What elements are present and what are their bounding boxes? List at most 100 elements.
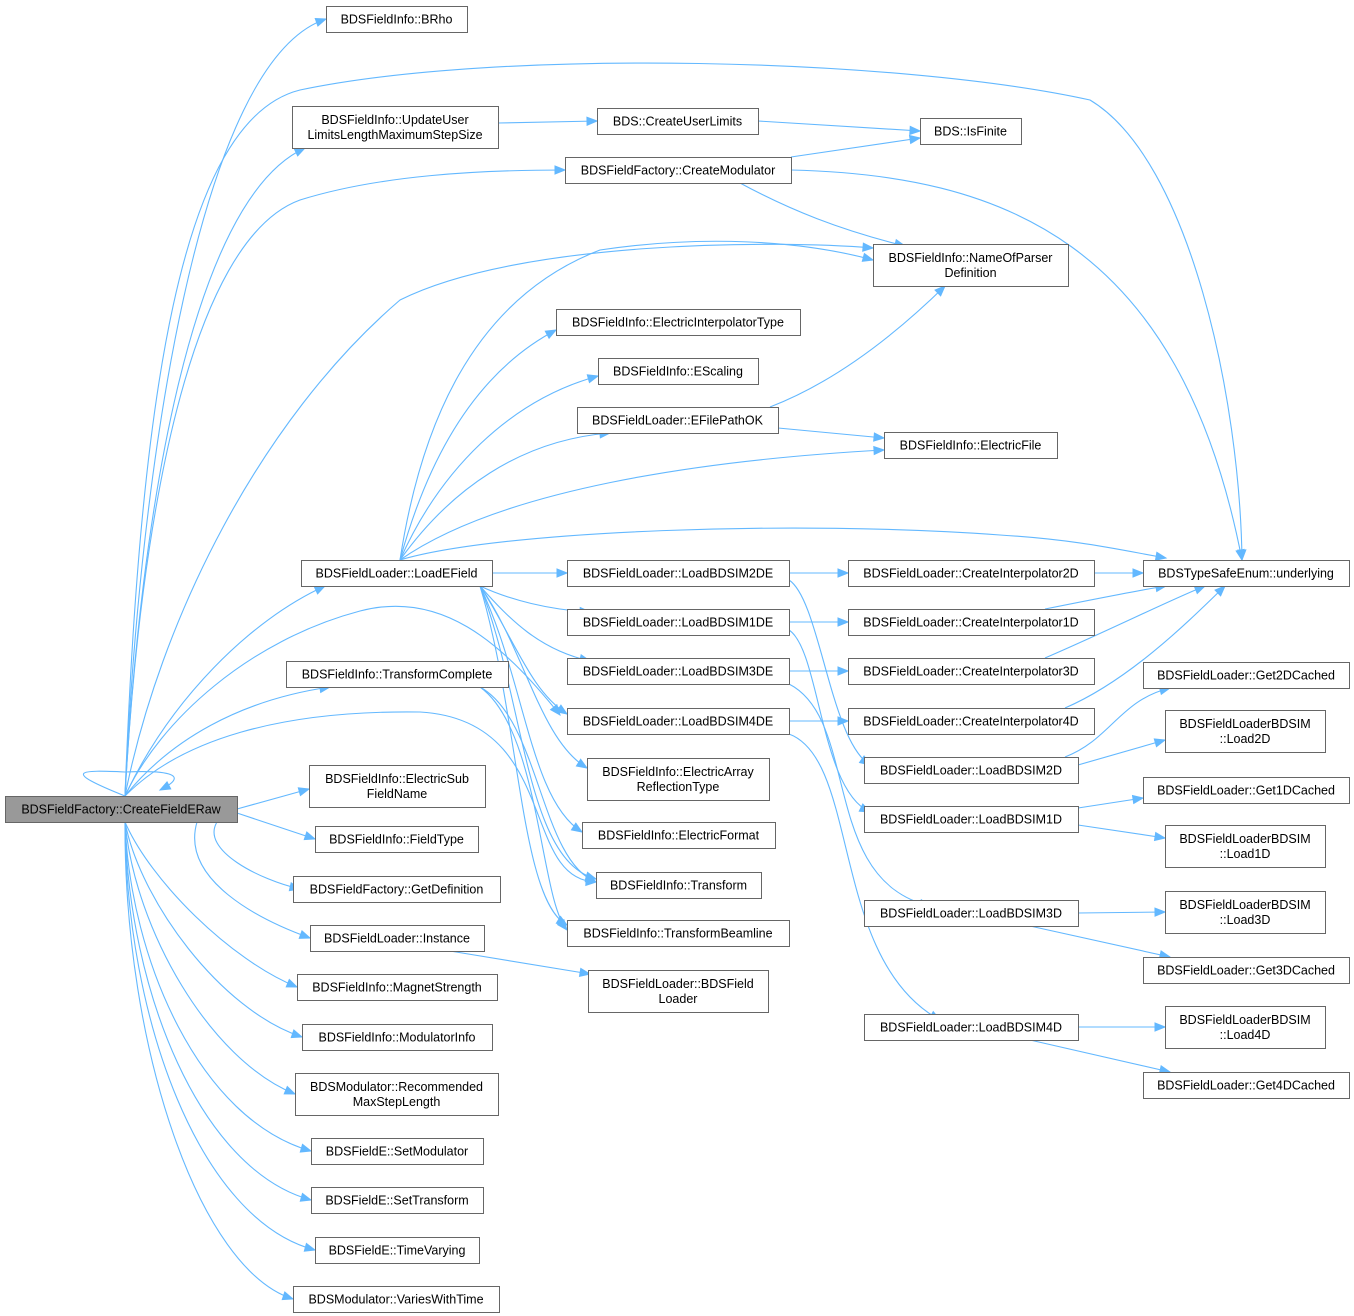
node-settr[interactable]: BDSFieldE::SetTransform <box>311 1187 484 1214</box>
edge-line <box>788 629 871 813</box>
node-label: BDSModulator::Recommended <box>310 1080 483 1094</box>
node-label: BDSFieldLoader::Get4DCached <box>1157 1079 1335 1093</box>
edge-line <box>479 585 583 833</box>
node-lb4d[interactable]: BDSFieldLoader::LoadBDSIM4D <box>864 1014 1079 1041</box>
edge-root-to-rmsl <box>124 821 297 1095</box>
node-l3de[interactable]: BDSFieldLoader::LoadBDSIM3DE <box>567 658 790 685</box>
node-fl4d[interactable]: BDSFieldLoaderBDSIM::Load4D <box>1165 1006 1326 1049</box>
edge-arrowhead <box>285 978 299 988</box>
edge-line <box>124 62 1243 797</box>
edge-lef-to-tse <box>399 527 1168 561</box>
node-tbl[interactable]: BDSFieldInfo::TransformBeamline <box>567 920 790 947</box>
node-lb1d[interactable]: BDSFieldLoader::LoadBDSIM1D <box>864 806 1079 833</box>
node-label: BDSFieldLoader::CreateInterpolator3D <box>863 665 1078 679</box>
edge-line <box>124 18 327 797</box>
node-l4de[interactable]: BDSFieldLoader::LoadBDSIM4DE <box>567 708 790 735</box>
edge-arrowhead <box>290 1029 304 1039</box>
edge-arrowhead <box>934 285 946 297</box>
node-ci4d[interactable]: BDSFieldLoader::CreateInterpolator4D <box>848 708 1095 735</box>
node-lef[interactable]: BDSFieldLoader::LoadEField <box>301 560 493 587</box>
node-l1de[interactable]: BDSFieldLoader::LoadBDSIM1DE <box>567 609 790 636</box>
edge-line <box>124 686 331 797</box>
node-fl3d[interactable]: BDSFieldLoaderBDSIM::Load3D <box>1165 891 1326 934</box>
node-cul[interactable]: BDS::CreateUserLimits <box>597 108 759 135</box>
edge-lef-to-l4de <box>479 585 569 715</box>
node-setmod[interactable]: BDSFieldE::SetModulator <box>311 1138 484 1165</box>
node-label: BDSFieldLoader::LoadBDSIM1D <box>880 813 1062 827</box>
node-eformat[interactable]: BDSFieldInfo::ElectricFormat <box>582 822 776 849</box>
node-lb3d[interactable]: BDSFieldLoader::LoadBDSIM3D <box>864 900 1079 927</box>
node-ci1d[interactable]: BDSFieldLoader::CreateInterpolator1D <box>848 609 1095 636</box>
node-earT[interactable]: BDSFieldInfo::ElectricArrayReflectionTyp… <box>587 758 770 801</box>
node-tvary[interactable]: BDSFieldE::TimeVarying <box>315 1237 480 1264</box>
edge-lef-to-efile <box>399 445 886 561</box>
node-box <box>567 658 790 685</box>
node-tse[interactable]: BDSTypeSafeEnum::underlying <box>1143 560 1350 587</box>
node-flctor[interactable]: BDSFieldLoader::BDSFieldLoader <box>588 970 769 1013</box>
node-brho[interactable]: BDSFieldInfo::BRho <box>326 6 468 33</box>
edge-root-to-mstr <box>124 821 299 988</box>
node-transform[interactable]: BDSFieldInfo::Transform <box>596 872 762 899</box>
node-box <box>5 796 238 823</box>
node-ci3d[interactable]: BDSFieldLoader::CreateInterpolator3D <box>848 658 1095 685</box>
node-g4dc[interactable]: BDSFieldLoader::Get4DCached <box>1143 1072 1350 1099</box>
node-tc[interactable]: BDSFieldInfo::TransformComplete <box>286 661 509 688</box>
node-root[interactable]: BDSFieldFactory::CreateFieldERaw <box>5 796 238 823</box>
edge-arrowhead <box>544 329 558 340</box>
edge-arrowhead <box>908 134 922 145</box>
node-ci2d[interactable]: BDSFieldLoader::CreateInterpolator2D <box>848 560 1095 587</box>
edge-l4de-to-ci4d <box>789 716 850 726</box>
edge-arrowhead <box>158 780 172 791</box>
edge-arrowhead <box>862 242 875 252</box>
node-fl2d[interactable]: BDSFieldLoaderBDSIM::Load2D <box>1165 710 1326 753</box>
edge-arrowhead <box>586 374 600 384</box>
edge-arrowhead <box>556 918 568 932</box>
node-isfinite[interactable]: BDS::IsFinite <box>920 118 1022 145</box>
node-efile[interactable]: BDSFieldInfo::ElectricFile <box>884 432 1058 459</box>
node-label: ReflectionType <box>637 780 720 794</box>
node-box <box>1143 1072 1350 1099</box>
node-vwt[interactable]: BDSModulator::VariesWithTime <box>293 1286 500 1313</box>
node-cmod[interactable]: BDSFieldFactory::CreateModulator <box>565 157 792 184</box>
node-label: BDSFieldE::SetTransform <box>325 1194 468 1208</box>
node-escaling[interactable]: BDSFieldInfo::EScaling <box>598 358 759 385</box>
node-label: BDSFieldInfo::EScaling <box>613 365 743 379</box>
node-minfo[interactable]: BDSFieldInfo::ModulatorInfo <box>302 1024 493 1051</box>
node-box <box>309 765 486 808</box>
edge-arrowhead <box>556 568 569 578</box>
node-lb2d[interactable]: BDSFieldLoader::LoadBDSIM2D <box>864 757 1079 784</box>
edge-line <box>1064 687 1171 758</box>
edge-tc-to-tbl <box>479 686 568 932</box>
node-efpok[interactable]: BDSFieldLoader::EFilePathOK <box>577 407 779 434</box>
edge-root-to-root <box>83 770 175 797</box>
edge-line <box>790 169 1243 561</box>
node-g3dc[interactable]: BDSFieldLoader::Get3DCached <box>1143 957 1350 984</box>
node-eit[interactable]: BDSFieldInfo::ElectricInterpolatorType <box>556 309 801 336</box>
node-mstr[interactable]: BDSFieldInfo::MagnetStrength <box>297 974 498 1001</box>
edge-line <box>83 770 175 797</box>
node-label: BDSFieldLoader::CreateInterpolator1D <box>863 616 1078 630</box>
node-g2dc[interactable]: BDSFieldLoader::Get2DCached <box>1143 662 1350 689</box>
edge-lb3d-to-fl3d <box>1077 907 1167 917</box>
node-uuls[interactable]: BDSFieldInfo::UpdateUserLimitsLengthMaxi… <box>292 106 499 149</box>
edge-l2de-to-ci2d <box>789 568 850 578</box>
edge-cul-to-isfinite <box>757 120 922 136</box>
edge-line <box>757 120 921 132</box>
node-ftype[interactable]: BDSFieldInfo::FieldType <box>315 826 479 853</box>
node-g1dc[interactable]: BDSFieldLoader::Get1DCached <box>1143 777 1350 804</box>
edge-arrowhead <box>837 617 850 627</box>
node-box <box>587 758 770 801</box>
node-fl1d[interactable]: BDSFieldLoaderBDSIM::Load1D <box>1165 825 1326 868</box>
node-inst[interactable]: BDSFieldLoader::Instance <box>310 925 485 952</box>
node-box <box>565 157 792 184</box>
edge-arrowhead <box>1154 907 1167 917</box>
edge-arrowhead <box>1154 1022 1167 1032</box>
edge-root-to-minfo <box>124 821 304 1039</box>
edge-line <box>497 120 598 124</box>
node-l2de[interactable]: BDSFieldLoader::LoadBDSIM2DE <box>567 560 790 587</box>
edges-layer <box>83 17 1247 1301</box>
node-gdef[interactable]: BDSFieldFactory::GetDefinition <box>293 876 501 903</box>
